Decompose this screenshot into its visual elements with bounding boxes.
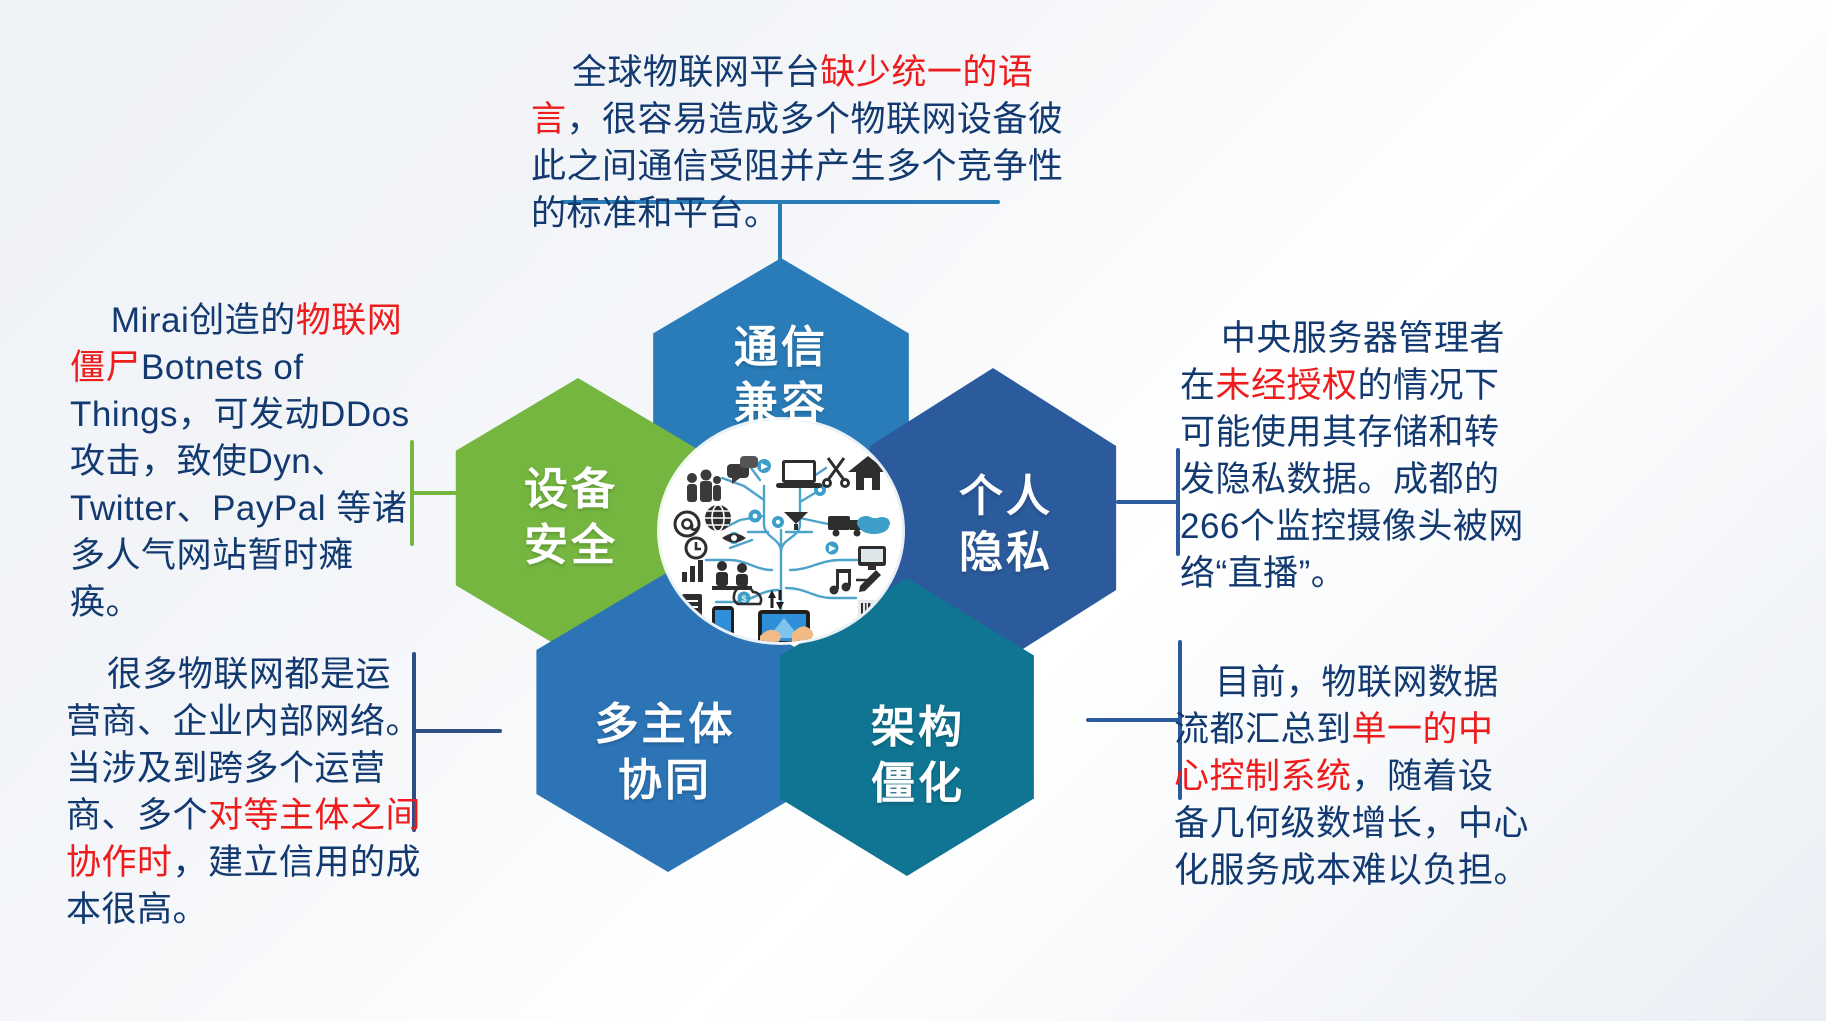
note-right-lower-highlight: 单一的中心控制系统 (1174, 710, 1494, 796)
note-top-highlight: 缺少统一的语言 (531, 53, 1034, 139)
note-top-seg1: 全球物联网平台 (571, 53, 821, 92)
note-communication: 全球物联网平台缺少统一的语言，很容易造成多个物联网设备彼此之间通信受阻并产生多个… (531, 2, 1091, 284)
upload-download-icon (768, 590, 784, 610)
petal-bottom-left-line1: 多主体 (594, 700, 736, 749)
note-right-upper-seg1: 中央服务器管理者在 (1180, 319, 1505, 405)
cloud-icon (857, 516, 890, 534)
note-left-lower-seg3: ，建立信用的成本很高。 (66, 843, 422, 929)
iot-network-illustration: $ (660, 420, 902, 642)
note-top-seg3: ，很容易造成多个物联网设备彼此之间通信受阻并产生多个竞争性的标准和平台。 (531, 100, 1064, 233)
leader-line-right-upper (1108, 448, 1180, 556)
note-left-lower-highlight: 对等主体之间协作时 (66, 796, 422, 882)
note-personal-privacy: 中央服务器管理者在未经授权的情况下可能使用其存储和转发隐私数据。成都的266个监… (1180, 268, 1530, 644)
petal-left-line2: 安全 (524, 521, 618, 570)
petal-top-line1: 通信 (734, 323, 828, 372)
leader-line-right-lower (1066, 640, 1182, 800)
petal-right-line1: 个人 (959, 472, 1053, 521)
monitor-icon (858, 546, 886, 570)
petal-bottom-right-label: 架构 僵化 (871, 700, 965, 812)
petal-top-line2: 兼容 (734, 379, 828, 428)
petal-bottom-left-line2: 协同 (618, 756, 712, 805)
note-multi-party: 很多物联网都是运营商、企业内部网络。当涉及到跨多个运营商、多个对等主体之间协作时… (66, 604, 426, 980)
note-right-upper-highlight: 未经授权 (1215, 366, 1358, 405)
clock-icon (684, 536, 708, 560)
leader-line-left-lower (412, 652, 532, 832)
svg-text:$: $ (741, 594, 746, 604)
scissors-icon (822, 457, 850, 488)
note-rigid-architecture: 目前，物联网数据流都汇总到单一的中心控制系统，随着设备几何级数增长，中心化服务成… (1174, 612, 1529, 941)
note-right-upper-seg3: 的情况下可能使用其存储和转发隐私数据。成都的266个监控摄像头被网络“直播”。 (1180, 366, 1524, 593)
petal-top-label: 通信 兼容 (734, 320, 828, 432)
petal-bottom-right-line2: 僵化 (871, 759, 965, 808)
chart-icon (682, 560, 703, 582)
note-left-lower-seg1: 很多物联网都是运营商、企业内部网络。当涉及到跨多个运营商、多个 (66, 655, 422, 835)
note-left-upper-highlight: 物联网僵尸 (70, 301, 403, 387)
petal-right-label: 个人 隐私 (959, 469, 1053, 581)
note-right-lower-seg3: ，随着设备几何级数增长，中心化服务成本难以负担。 (1174, 757, 1530, 890)
people-icon (687, 469, 721, 502)
note-left-upper-seg1: Mirai创造的 (110, 301, 296, 340)
email-icon (673, 510, 701, 538)
petal-left-label: 设备 安全 (524, 462, 618, 574)
music-icon (829, 569, 851, 595)
petal-multi-party-collaboration[interactable]: 多主体 协同 (528, 572, 808, 872)
note-device-security: Mirai创造的物联网僵尸Botnets of Things，可发动DDos攻击… (70, 250, 415, 673)
pencil-icon (856, 570, 881, 592)
laptop-icon (776, 460, 822, 488)
globe-icon (705, 504, 731, 532)
truck-icon (828, 516, 863, 537)
petal-bottom-left-label: 多主体 协同 (595, 697, 736, 809)
leader-line-left-upper (410, 440, 508, 546)
note-left-upper-seg3: Botnets of Things，可发动DDos攻击，致使Dyn、Twitte… (70, 348, 410, 622)
home-icon (848, 456, 888, 490)
chat-icon (727, 456, 758, 484)
petal-right-line2: 隐私 (959, 528, 1053, 577)
cloud2-icon (732, 585, 763, 606)
satellite-icon (784, 512, 808, 530)
petal-bottom-right-line1: 架构 (871, 703, 965, 752)
note-right-lower-seg1: 目前，物联网数据流都汇总到 (1174, 663, 1499, 749)
hands-icon (760, 626, 814, 642)
workers-icon (712, 561, 752, 590)
leader-line-top (560, 200, 1000, 262)
petal-left-line1: 设备 (524, 465, 618, 514)
eye-icon (722, 533, 746, 543)
